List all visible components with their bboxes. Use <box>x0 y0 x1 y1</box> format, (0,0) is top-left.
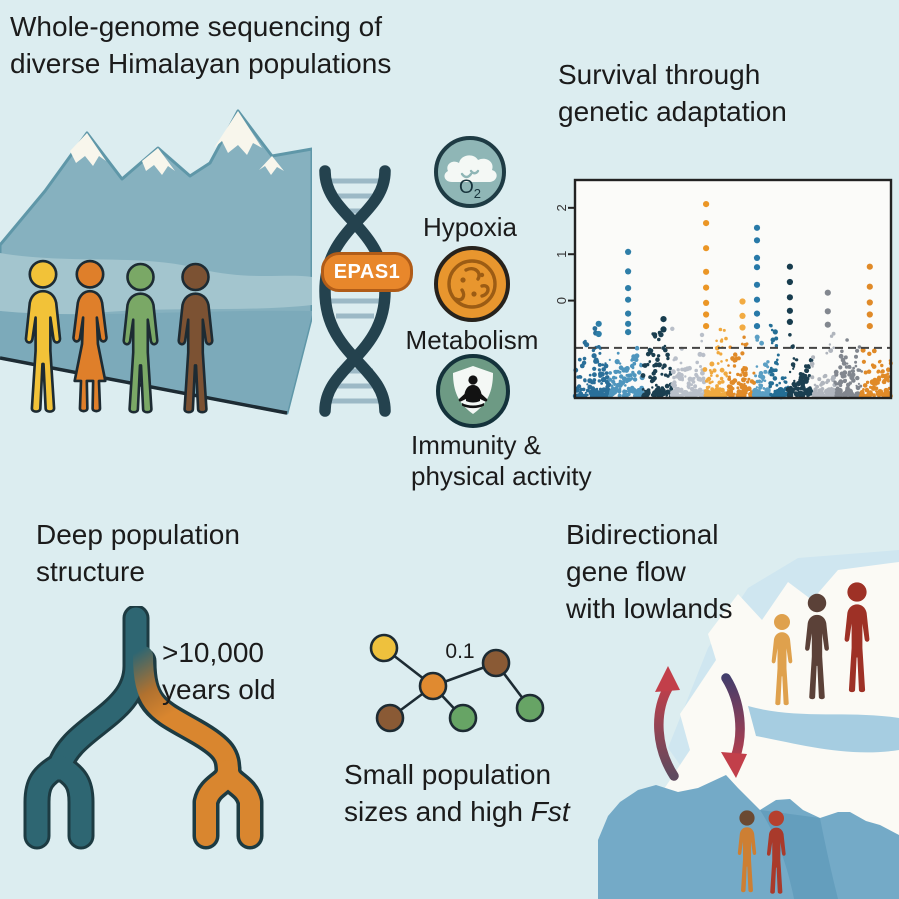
up-arrowhead-icon <box>655 666 680 692</box>
heading-bottom-right: Bidirectional gene flow with lowlands <box>566 516 733 627</box>
gene-flow-arrows <box>654 666 747 781</box>
snow-shadow-band <box>748 706 899 753</box>
immunity-caption-line1: Immunity & <box>411 430 542 460</box>
oxygen-cloud-icon <box>444 155 497 182</box>
small-pop-line1: Small population <box>344 759 552 790</box>
metabolism-cell-icon <box>447 259 497 309</box>
immunity-icon <box>436 354 510 428</box>
heading-bottom-right-line1: Bidirectional <box>566 519 719 550</box>
caption-small-population: Small population sizes and high Fst <box>344 756 570 830</box>
heading-top-left: Whole-genome sequencing of diverse Himala… <box>10 8 391 82</box>
snow-cap-icon <box>259 156 284 175</box>
hypoxia-icon: O2 <box>434 136 506 208</box>
tree-branches <box>26 607 260 847</box>
phylogenetic-tree <box>23 606 264 850</box>
lowland-scene <box>598 550 899 899</box>
svg-text:1: 1 <box>554 251 569 258</box>
immunity-caption: Immunity &physical activity <box>411 430 601 492</box>
gene-badge-epas1: EPAS1 <box>321 252 413 292</box>
mountain-scene <box>0 109 312 415</box>
heading-bottom-left-line2: structure <box>36 556 145 587</box>
svg-text:0: 0 <box>554 297 569 304</box>
down-arrow-icon <box>721 673 745 763</box>
heading-bottom-right-line3: with lowlands <box>566 593 733 624</box>
heading-top-left-line2: diverse Himalayan populations <box>10 48 392 79</box>
heading-bottom-left: Deep population structure <box>36 516 240 590</box>
tree-age-line2: years old <box>162 674 276 705</box>
meditating-person-icon <box>458 375 488 409</box>
heading-bottom-right-line2: gene flow <box>566 556 686 587</box>
svg-text:2: 2 <box>554 204 569 211</box>
heading-top-right: Survival through genetic adaptation <box>558 56 787 130</box>
snow-cap-icon <box>70 133 106 166</box>
o2-label: O2 <box>458 177 481 201</box>
tree-tip-teal-right <box>48 755 92 847</box>
manhattan-plot: 0 1 2 <box>554 178 893 400</box>
heading-top-right-line2: genetic adaptation <box>558 96 787 127</box>
down-arrowhead-icon <box>721 752 747 778</box>
population-network: 0.1 <box>369 633 545 733</box>
small-pop-line2-prefix: sizes and high <box>344 796 531 827</box>
hypoxia-caption: Hypoxia <box>423 212 517 242</box>
immunity-caption-line2: physical activity <box>411 461 592 491</box>
immunity-shield-icon <box>453 366 493 414</box>
heading-top-right-line1: Survival through <box>558 59 761 90</box>
metabolism-icon <box>434 246 510 322</box>
snow-cap-icon <box>142 148 175 175</box>
tree-age-line1: >10,000 <box>162 637 264 668</box>
heading-bottom-left-line1: Deep population <box>36 519 240 550</box>
lowlander-group <box>737 810 786 894</box>
heading-top-left-line1: Whole-genome sequencing of <box>10 11 383 42</box>
tree-tip-orange-right <box>218 760 260 846</box>
person-small-red-head <box>768 810 784 826</box>
small-pop-fst: Fst <box>530 796 570 827</box>
up-arrow-icon <box>654 683 679 781</box>
person-small-orange-head <box>739 810 755 826</box>
tree-age-annotation: >10,000 years old <box>162 634 276 708</box>
metabolism-caption: Metabolism <box>405 325 539 355</box>
snow-cap-icon <box>214 111 262 155</box>
svg-text:0.1: 0.1 <box>445 640 474 663</box>
